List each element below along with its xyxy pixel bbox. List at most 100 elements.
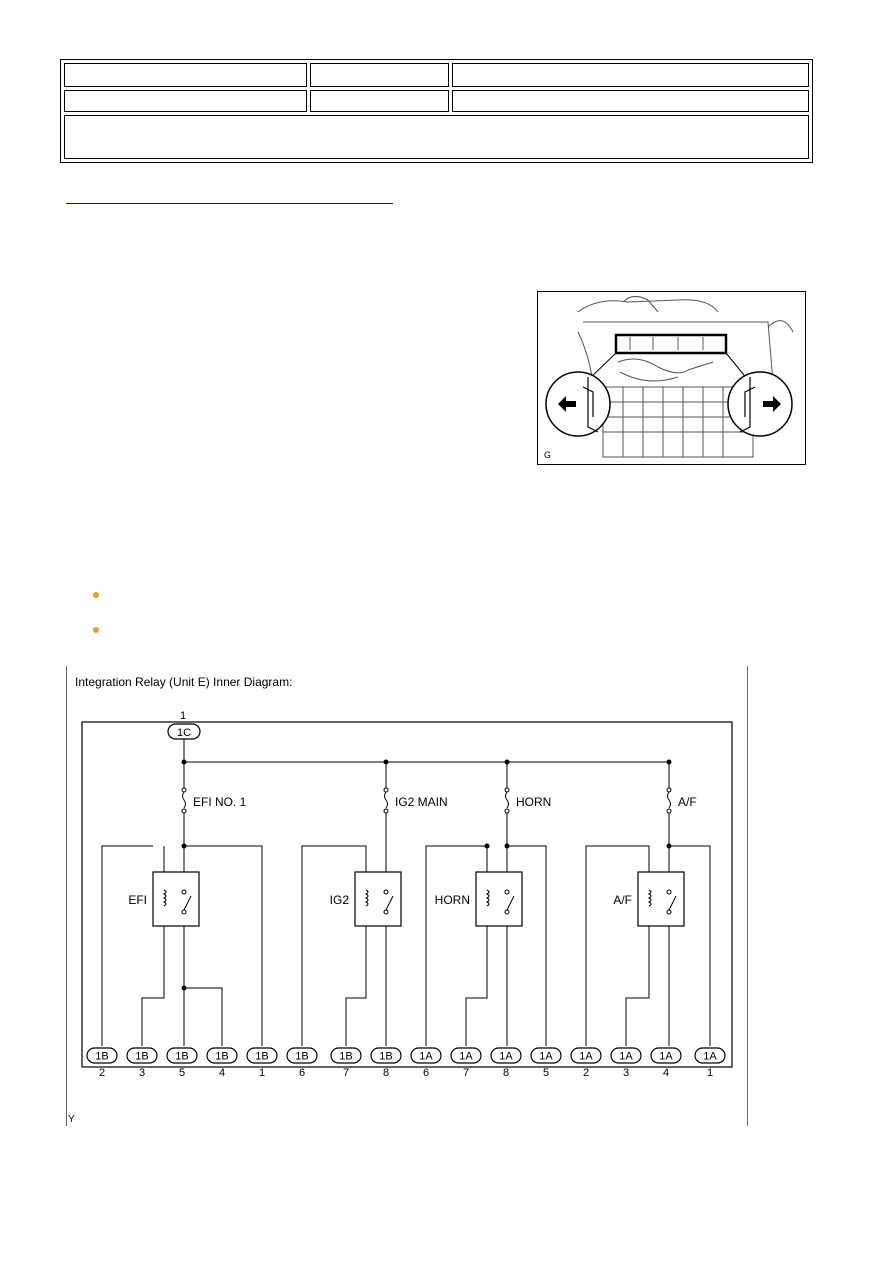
fuse-horn	[505, 791, 509, 809]
wire	[669, 845, 711, 1046]
list-bullet	[93, 592, 99, 598]
terminal-1b-2	[86, 1047, 118, 1064]
relay-af-label: A/F	[613, 893, 632, 907]
wire	[345, 906, 367, 1046]
top-connector-label: 1C	[177, 727, 191, 739]
relay-ig2-label: IG2	[330, 893, 350, 907]
terminal-1b-1	[246, 1047, 278, 1064]
relay-coil	[647, 889, 652, 907]
terminal-connector-label: 1A	[499, 1051, 513, 1063]
fuse-terminal	[666, 808, 672, 814]
fuse-efi-no1-label: EFI NO. 1	[193, 795, 247, 809]
fuse-af-label: A/F	[678, 795, 697, 809]
terminal-1a-5	[530, 1047, 562, 1064]
terminal-connector-label: 1A	[459, 1051, 473, 1063]
header-cell	[64, 90, 307, 112]
terminal-pin-label: 3	[139, 1067, 145, 1079]
terminal-connector-label: 1B	[255, 1051, 268, 1063]
relay-horn-label: HORN	[435, 893, 470, 907]
terminal-1b-5	[166, 1047, 198, 1064]
terminal-1a-8	[490, 1047, 522, 1064]
fuse-terminal	[383, 808, 389, 814]
relay-contact	[181, 889, 187, 895]
terminal-pin-label: 5	[179, 1067, 185, 1079]
wire	[425, 845, 487, 1046]
relay-ig2	[354, 871, 402, 927]
relay-switch-blade	[668, 895, 677, 911]
junction-dot	[484, 843, 490, 849]
wire	[141, 906, 165, 1046]
top-connector-pin: 1	[180, 710, 186, 722]
relay-coil	[485, 889, 490, 907]
terminal-pin-label: 2	[583, 1067, 589, 1079]
diagram-title: Integration Relay (Unit E) Inner Diagram…	[75, 675, 292, 689]
relay-efi-label: EFI	[128, 893, 147, 907]
relay-horn	[475, 871, 523, 927]
wire	[184, 845, 263, 1046]
relay-switch-blade	[506, 895, 515, 911]
relay-contact	[383, 909, 389, 915]
relay-illustration-drawing: G	[544, 296, 794, 460]
relay-efi	[152, 871, 200, 927]
wire	[585, 845, 650, 1046]
relay-contact	[504, 889, 510, 895]
fuse-terminal	[383, 787, 389, 793]
wire	[507, 845, 547, 1046]
junction-dot	[181, 843, 187, 849]
relay-contact	[666, 889, 672, 895]
terminal-pin-label: 5	[543, 1067, 549, 1079]
photo-corner-label: G	[544, 450, 551, 460]
terminal-1b-4	[206, 1047, 238, 1064]
terminal-1a-6	[410, 1047, 442, 1064]
terminal-connector-label: 1A	[539, 1051, 553, 1063]
wire	[184, 987, 223, 1046]
header-cell	[452, 63, 809, 87]
relay-contact	[504, 909, 510, 915]
relay-location-illustration: G	[537, 291, 806, 465]
fuse-terminal	[504, 808, 510, 814]
junction-dot	[504, 843, 510, 849]
terminal-pin-label: 6	[299, 1067, 305, 1079]
terminal-connector-label: 1A	[659, 1051, 673, 1063]
fuse-terminal	[504, 787, 510, 793]
terminal-pin-label: 8	[503, 1067, 509, 1079]
junction-dot	[666, 759, 672, 765]
fuse-horn-label: HORN	[516, 795, 551, 809]
terminal-1b-3	[126, 1047, 158, 1064]
terminal-pin-label: 6	[423, 1067, 429, 1079]
fuse-terminal	[181, 787, 187, 793]
wire	[301, 845, 367, 1046]
header-cell	[452, 90, 809, 112]
hyperlink-underline[interactable]	[66, 203, 393, 204]
terminal-pin-label: 7	[463, 1067, 469, 1079]
fuse-efi-no1	[182, 791, 186, 809]
relay-inner-diagram: Integration Relay (Unit E) Inner Diagram…	[66, 666, 748, 1126]
wire	[625, 906, 650, 1046]
terminal-pin-label: 1	[259, 1067, 265, 1079]
terminal-connector-label: 1A	[579, 1051, 593, 1063]
relay-contact	[666, 909, 672, 915]
relay-contact	[181, 909, 187, 915]
junction-dot	[181, 759, 187, 765]
relay-coil	[364, 889, 369, 907]
junction-dot	[504, 759, 510, 765]
fuse-ig2-main	[384, 791, 388, 809]
terminal-pin-label: 4	[219, 1067, 225, 1079]
terminal-connector-label: 1B	[215, 1051, 228, 1063]
terminal-1a-1	[694, 1047, 726, 1064]
header-cell	[310, 90, 449, 112]
junction-dot	[181, 985, 187, 991]
diagram-svg: Integration Relay (Unit E) Inner Diagram…	[66, 666, 748, 1126]
wire	[465, 906, 488, 1046]
fuse-ig2-main-label: IG2 MAIN	[395, 795, 448, 809]
terminal-pin-label: 8	[383, 1067, 389, 1079]
header-cell	[64, 63, 307, 87]
header-cell	[310, 63, 449, 87]
header-table	[60, 59, 813, 163]
terminal-1a-7	[450, 1047, 482, 1064]
terminal-pin-label: 1	[707, 1067, 713, 1079]
terminal-connector-label: 1A	[619, 1051, 633, 1063]
terminal-1a-4	[650, 1047, 682, 1064]
terminal-connector-label: 1B	[175, 1051, 188, 1063]
relay-coil	[162, 889, 167, 907]
